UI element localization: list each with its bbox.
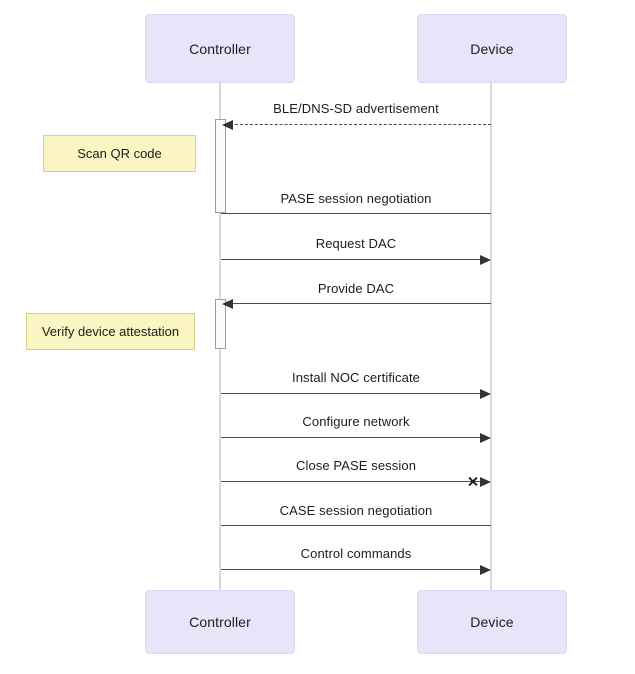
participant-header-controller[interactable]: Controller — [145, 14, 295, 83]
activation-bar-controller-2 — [215, 299, 226, 349]
message-line-case-session-negotiation — [221, 525, 491, 526]
message-line-configure-network — [221, 437, 480, 438]
arrowhead-left-provide-dac — [222, 299, 233, 309]
message-label-ble-dns-sd-advertisement: BLE/DNS-SD advertisement — [273, 101, 439, 116]
message-label-case-session-negotiation: CASE session negotiation — [279, 503, 433, 518]
message-line-pase-session-negotiation — [221, 213, 491, 214]
arrowhead-left-ble-dns-sd-advertisement — [222, 120, 233, 130]
message-label-control-commands: Control commands — [300, 546, 412, 561]
message-label-request-dac: Request DAC — [315, 236, 397, 251]
note-verify-device-attestation: Verify device attestation — [26, 313, 195, 350]
message-label-configure-network: Configure network — [302, 414, 410, 429]
arrowhead-right-configure-network — [480, 433, 491, 443]
arrowhead-right-install-noc-certificate — [480, 389, 491, 399]
message-label-pase-session-negotiation: PASE session negotiation — [280, 191, 432, 206]
message-line-control-commands — [221, 569, 480, 570]
participant-footer-controller-label: Controller — [189, 614, 251, 630]
participant-header-device-label: Device — [470, 40, 514, 57]
participant-footer-device-label: Device — [470, 614, 514, 630]
participant-footer-device[interactable]: Device — [417, 590, 567, 654]
message-line-ble-dns-sd-advertisement — [230, 124, 491, 125]
lifeline-device — [490, 83, 492, 591]
message-line-provide-dac — [230, 303, 491, 304]
activation-bar-controller-1 — [215, 119, 226, 213]
message-label-close-pase-session: Close PASE session — [295, 458, 417, 473]
note-verify-device-attestation-label: Verify device attestation — [41, 324, 180, 339]
arrowhead-right-close-pase-session — [480, 477, 491, 487]
note-scan-qr-code-label: Scan QR code — [77, 146, 162, 161]
message-line-request-dac — [221, 259, 480, 260]
message-label-install-noc-certificate: Install NOC certificate — [291, 370, 420, 385]
message-line-close-pase-session — [221, 481, 480, 482]
destroy-marker-close-pase-session — [466, 476, 477, 487]
message-label-provide-dac: Provide DAC — [317, 281, 395, 296]
participant-header-device[interactable]: Device — [417, 14, 567, 83]
arrowhead-right-control-commands — [480, 565, 491, 575]
arrowhead-right-request-dac — [480, 255, 491, 265]
participant-footer-controller[interactable]: Controller — [145, 590, 295, 654]
note-scan-qr-code: Scan QR code — [43, 135, 196, 172]
participant-header-controller-label: Controller — [189, 40, 251, 57]
message-line-install-noc-certificate — [221, 393, 480, 394]
